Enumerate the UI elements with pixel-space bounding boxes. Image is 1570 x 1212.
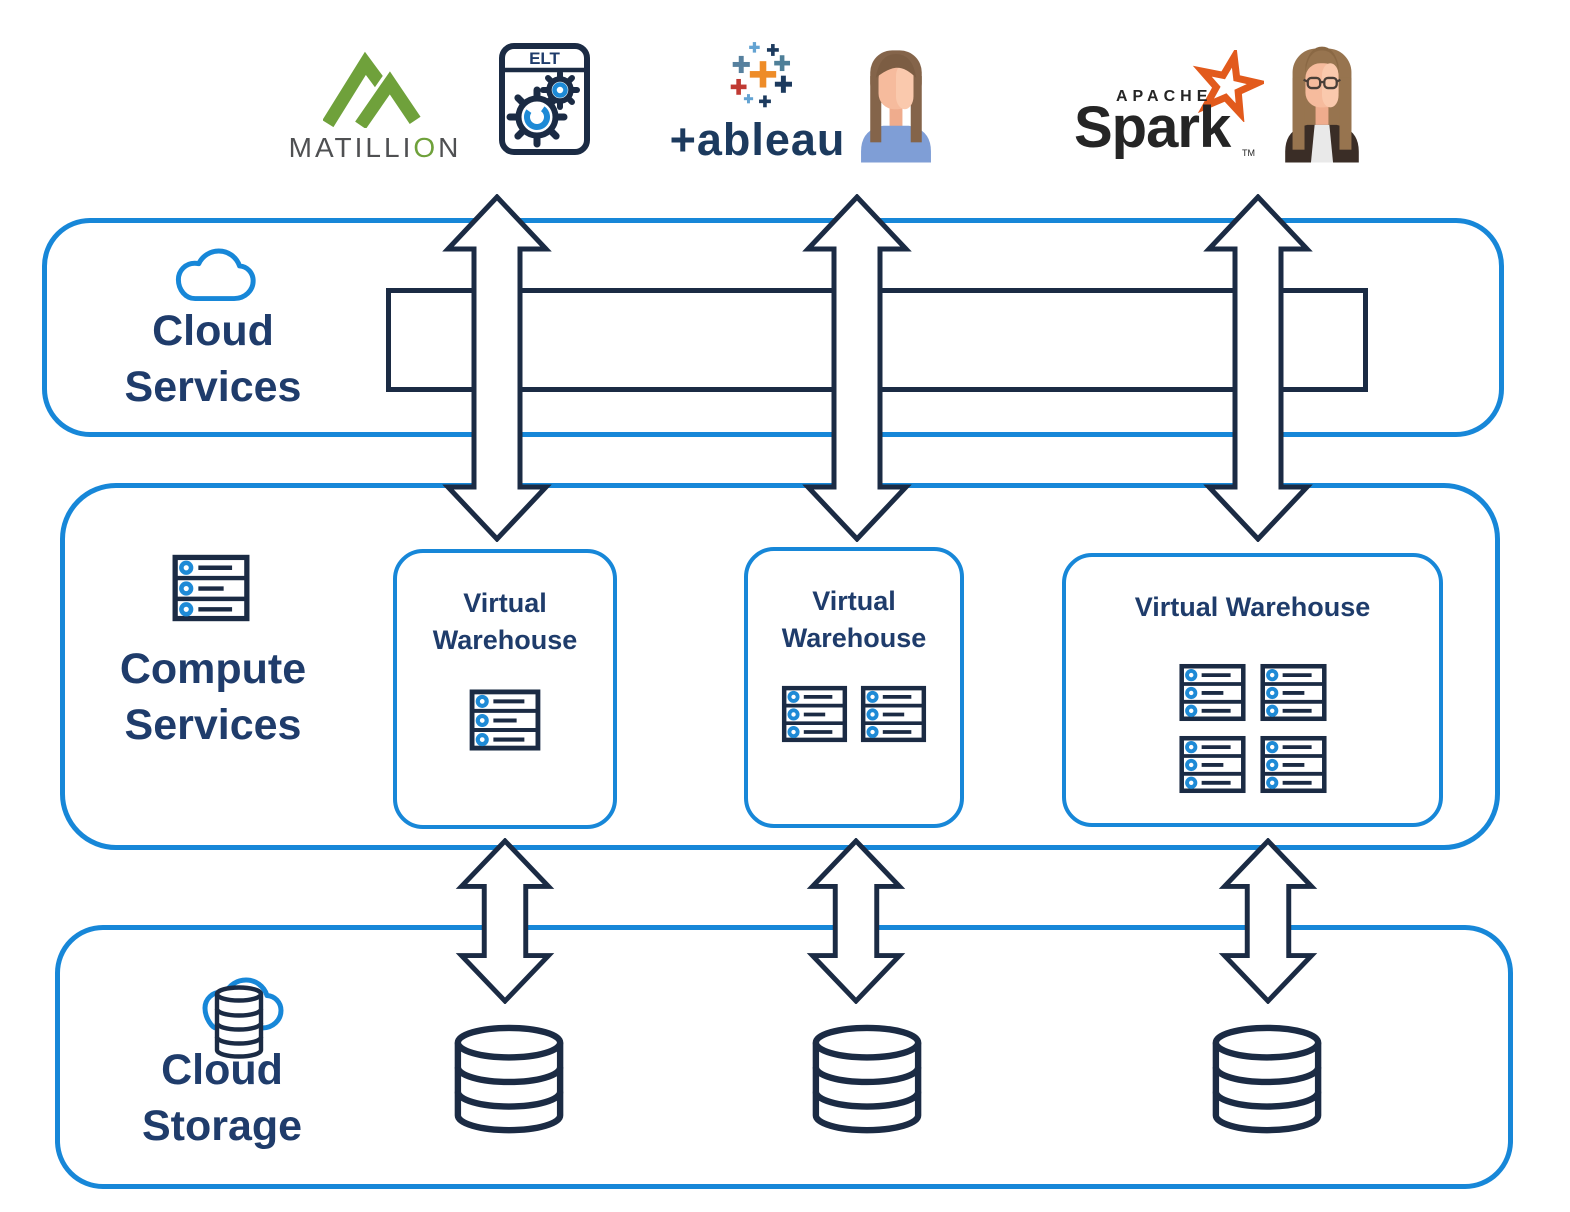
server-icon xyxy=(860,685,927,743)
server-icon xyxy=(1259,735,1327,794)
cloud-icon xyxy=(175,248,256,302)
virtual-warehouse-2: Virtual Warehouse xyxy=(744,547,964,828)
database-icon xyxy=(812,1024,922,1134)
cloud-services-label: Cloud Services xyxy=(124,307,302,411)
matillion-logo: MATILLION xyxy=(285,50,465,164)
virtual-warehouse-label: Virtual Warehouse xyxy=(781,586,927,653)
tableau-logo: +ableau xyxy=(655,38,860,168)
glasses-icon xyxy=(1303,76,1341,90)
double-arrow-icon xyxy=(455,838,555,1004)
server-icon xyxy=(781,685,848,743)
virtual-warehouse-label: Virtual Warehouse xyxy=(432,588,578,655)
database-icon xyxy=(1212,1024,1322,1134)
database-icon xyxy=(454,1024,564,1134)
tableau-wordmark: +ableau xyxy=(669,114,846,165)
compute-services-label: Compute Services xyxy=(119,645,307,749)
spark-star-icon xyxy=(1192,50,1264,122)
server-icon xyxy=(172,554,250,622)
cloud-database-icon xyxy=(202,977,284,1059)
apache-label: APACHE xyxy=(1116,88,1213,105)
warehouse-server-grid xyxy=(781,685,927,743)
data-scientist-avatar xyxy=(1285,46,1359,163)
warehouse-server-grid xyxy=(1177,663,1329,794)
virtual-warehouse-1: Virtual Warehouse xyxy=(393,549,617,829)
server-icon xyxy=(1259,663,1327,722)
virtual-warehouse-3: Virtual Warehouse xyxy=(1062,553,1443,827)
tableau-mark-icon xyxy=(730,42,792,108)
server-icon xyxy=(469,689,541,751)
double-arrow-icon xyxy=(442,194,552,542)
double-arrow-icon xyxy=(802,194,912,542)
virtual-warehouse-label: Virtual Warehouse xyxy=(1134,592,1371,622)
warehouse-server-grid xyxy=(469,689,541,756)
matillion-mountain-icon xyxy=(323,51,424,128)
apache-spark-logo: APACHE Spark TM xyxy=(1072,50,1277,162)
spark-tm: TM xyxy=(1242,148,1255,158)
gears-icon xyxy=(506,70,580,148)
double-arrow-icon xyxy=(1203,194,1313,542)
elt-label: ELT xyxy=(529,49,560,68)
server-icon xyxy=(1178,663,1246,722)
double-arrow-icon xyxy=(1218,838,1318,1004)
elt-tool-icon: ELT xyxy=(499,43,590,155)
server-icon xyxy=(1178,735,1246,794)
matillion-wordmark: MATILLION xyxy=(288,132,462,163)
analyst-avatar xyxy=(861,50,931,163)
double-arrow-icon xyxy=(806,838,906,1004)
cloud-storage-label: Cloud Storage xyxy=(141,1046,303,1150)
spark-wordmark: Spark xyxy=(1074,95,1231,160)
